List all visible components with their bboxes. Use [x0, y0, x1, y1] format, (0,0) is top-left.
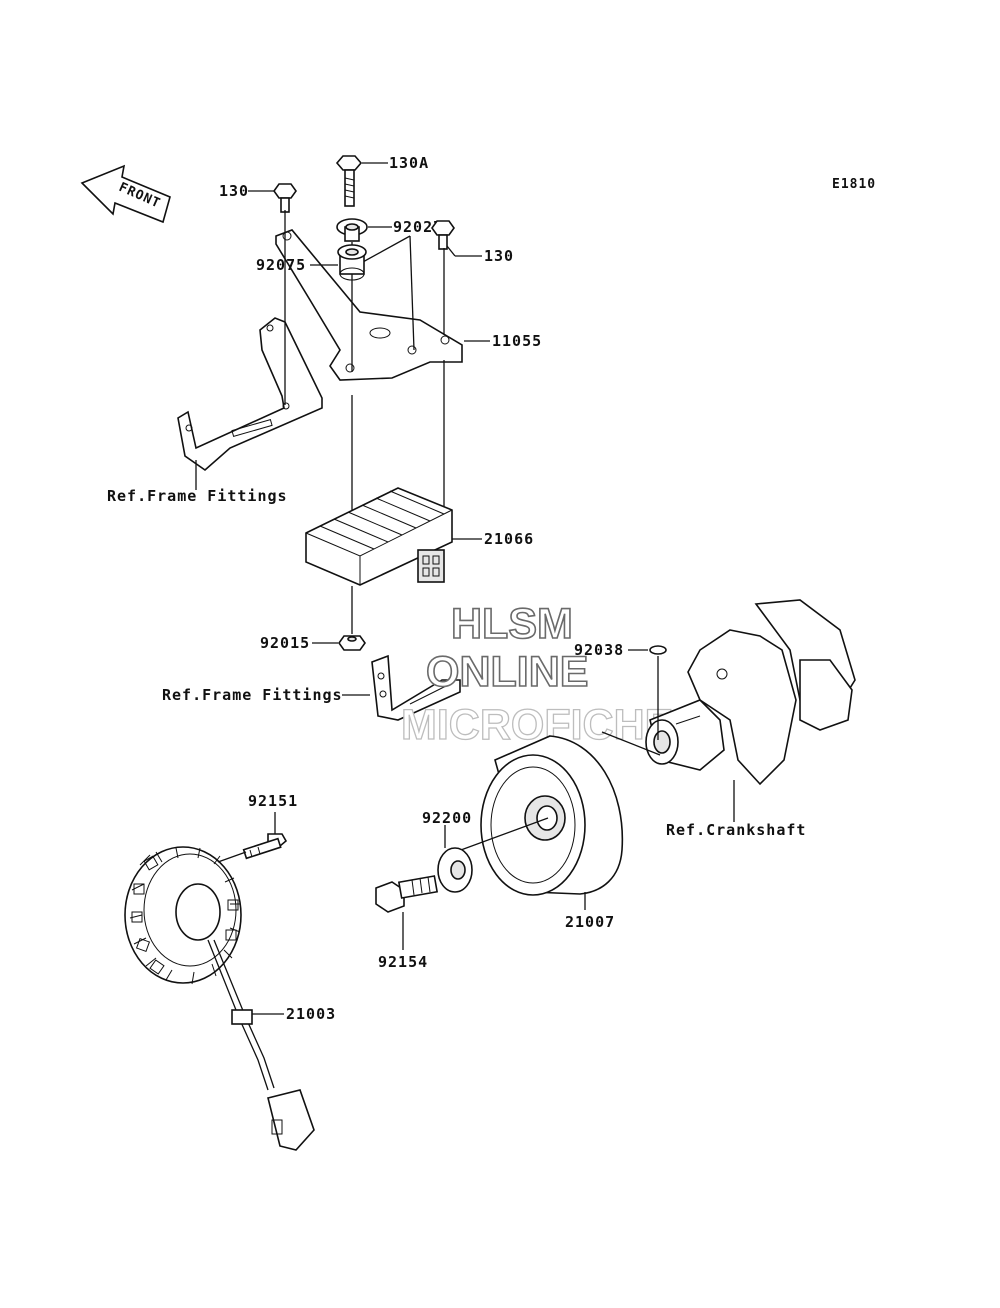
bolt-130-left-icon	[273, 183, 297, 213]
grommet-92075-icon	[337, 244, 367, 281]
part-label-92151: 92151	[248, 792, 298, 810]
washer-92200-icon	[437, 847, 473, 893]
nut-92015-icon	[338, 635, 366, 651]
wire-clamp-icon	[231, 1009, 253, 1025]
crankshaft-icon	[645, 599, 856, 786]
part-label-21066: 21066	[484, 530, 534, 548]
bolt-130a-icon	[335, 155, 363, 207]
part-label-130-right: 130	[484, 247, 514, 265]
ref-frame-fittings-label-1: Ref.Frame Fittings	[107, 487, 288, 505]
bolt-130-right-icon	[431, 220, 455, 250]
bolt-92151-icon	[242, 833, 288, 860]
part-label-92154: 92154	[378, 953, 428, 971]
ref-crankshaft-label: Ref.Crankshaft	[666, 821, 806, 839]
part-label-92027: 92027	[393, 218, 443, 236]
svg-text:ONLINE: ONLINE	[426, 648, 588, 696]
svg-text:HLSM: HLSM	[451, 600, 573, 648]
part-label-130a: 130A	[389, 154, 429, 172]
part-label-21003: 21003	[286, 1005, 336, 1023]
bolt-92154-icon	[375, 875, 439, 913]
frame-fitting-lower-icon	[371, 654, 461, 721]
part-label-21007: 21007	[565, 913, 615, 931]
key-92038-icon	[649, 645, 667, 655]
frame-fitting-upper-icon	[177, 317, 323, 472]
watermark: HLSM ONLINE MICROFICHE	[400, 599, 674, 749]
part-label-130-left: 130	[219, 182, 249, 200]
rotor-21007-icon	[480, 735, 624, 896]
collar-92027-icon	[336, 218, 368, 242]
front-arrow-icon: FRONT	[80, 164, 171, 224]
svg-text:MICROFICHE: MICROFICHE	[401, 701, 673, 749]
diagram-code: E1810	[832, 177, 876, 192]
part-label-11055: 11055	[492, 332, 542, 350]
ref-frame-fittings-label-2: Ref.Frame Fittings	[162, 686, 343, 704]
part-label-92200: 92200	[422, 809, 472, 827]
part-label-92015: 92015	[260, 634, 310, 652]
part-label-92038: 92038	[574, 641, 624, 659]
connector-coupler-icon	[267, 1089, 315, 1151]
bracket-11055-icon	[275, 229, 463, 381]
part-label-92075: 92075	[256, 256, 306, 274]
regulator-21066-icon	[305, 487, 453, 586]
